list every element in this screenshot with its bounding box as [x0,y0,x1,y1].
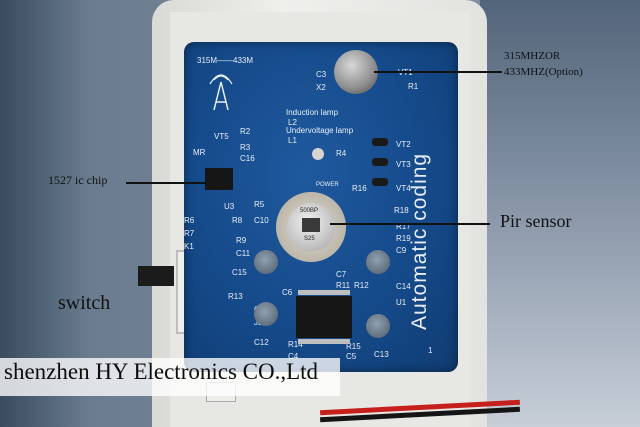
designator: U1 [396,298,407,307]
designator: R19 [396,234,411,243]
designator: R1 [408,82,419,91]
chip-pins [298,339,350,344]
designator: C10 [254,216,269,225]
amplifier-chip [296,296,352,338]
automatic-coding-text: Automatic coding [408,152,431,330]
pir-sensor-label: Pir sensor [500,211,572,231]
transistor [372,138,388,146]
designator: C11 [236,249,251,258]
capacitor [366,250,390,274]
designator: R2 [240,127,251,136]
designator: C5 [346,352,357,361]
sensor-model-label: 500BP [300,208,319,214]
designator: C12 [254,338,269,347]
pir-sensor-window [302,218,320,232]
ic-chip-label: 1527 ic chip [48,173,108,187]
switch-label: switch [58,292,111,314]
designator: R15 [346,342,361,351]
designator: R16 [352,184,367,193]
background-right [480,0,640,427]
designator: VT5 [214,132,229,141]
indicator-led [312,148,324,160]
designator: L2 [288,118,297,127]
designator: R4 [336,149,347,158]
induction-label: Induction lamp [286,108,339,117]
undervoltage-label: Undervoltage lamp [286,126,354,135]
antenna-icon [209,74,233,111]
designator: C6 [282,288,293,297]
crystal-resonator [334,50,378,94]
designator: R18 [394,206,409,215]
designator: VT2 [396,140,411,149]
designator: C16 [240,154,255,163]
encoder-chip [205,168,233,190]
designator: C15 [232,268,247,277]
watermark-banner [0,358,340,396]
designator: K1 [184,242,194,251]
power-label: POWER [316,182,339,188]
freq-label-line2: 433MHZ(Option) [504,66,583,78]
designator: U3 [224,202,235,211]
designator: C14 [396,282,411,291]
designator: R17 [396,222,411,231]
designator: C9 [396,246,407,255]
pir-pointer-line [330,223,490,225]
designator: R11 [336,281,351,290]
band-label: 315M——433M [197,56,254,65]
designator: R5 [254,200,265,209]
designator: L1 [288,136,297,145]
transistor [372,178,388,186]
designator: R9 [236,236,247,245]
chip-pins [298,290,350,295]
designator: VT4 [396,184,411,193]
designator: R3 [240,143,251,152]
pin-one-label: 1 [428,346,433,355]
capacitor [254,250,278,274]
designator: R7 [184,229,195,238]
switch-lever [138,266,174,286]
designator: C3 [316,70,327,79]
designator: R12 [354,281,369,290]
designator: C4 [288,352,299,361]
capacitor [254,302,278,326]
ic-pointer-line [126,182,206,184]
sensor-code-label: S25 [304,236,315,242]
designator: X2 [316,83,326,92]
freq-label-line1: 315MHZOR [504,50,561,62]
capacitor [366,314,390,338]
designator: C7 [336,270,347,279]
designator: R13 [228,292,243,301]
designator: R14 [288,340,303,349]
designator: C13 [374,350,389,359]
designator: VT3 [396,160,411,169]
company-name: shenzhen HY Electronics CO.,Ltd [4,359,319,384]
mr-label: MR [193,148,206,157]
designator: R6 [184,216,195,225]
transistor [372,158,388,166]
freq-pointer-line [374,71,502,73]
designator: R8 [232,216,243,225]
